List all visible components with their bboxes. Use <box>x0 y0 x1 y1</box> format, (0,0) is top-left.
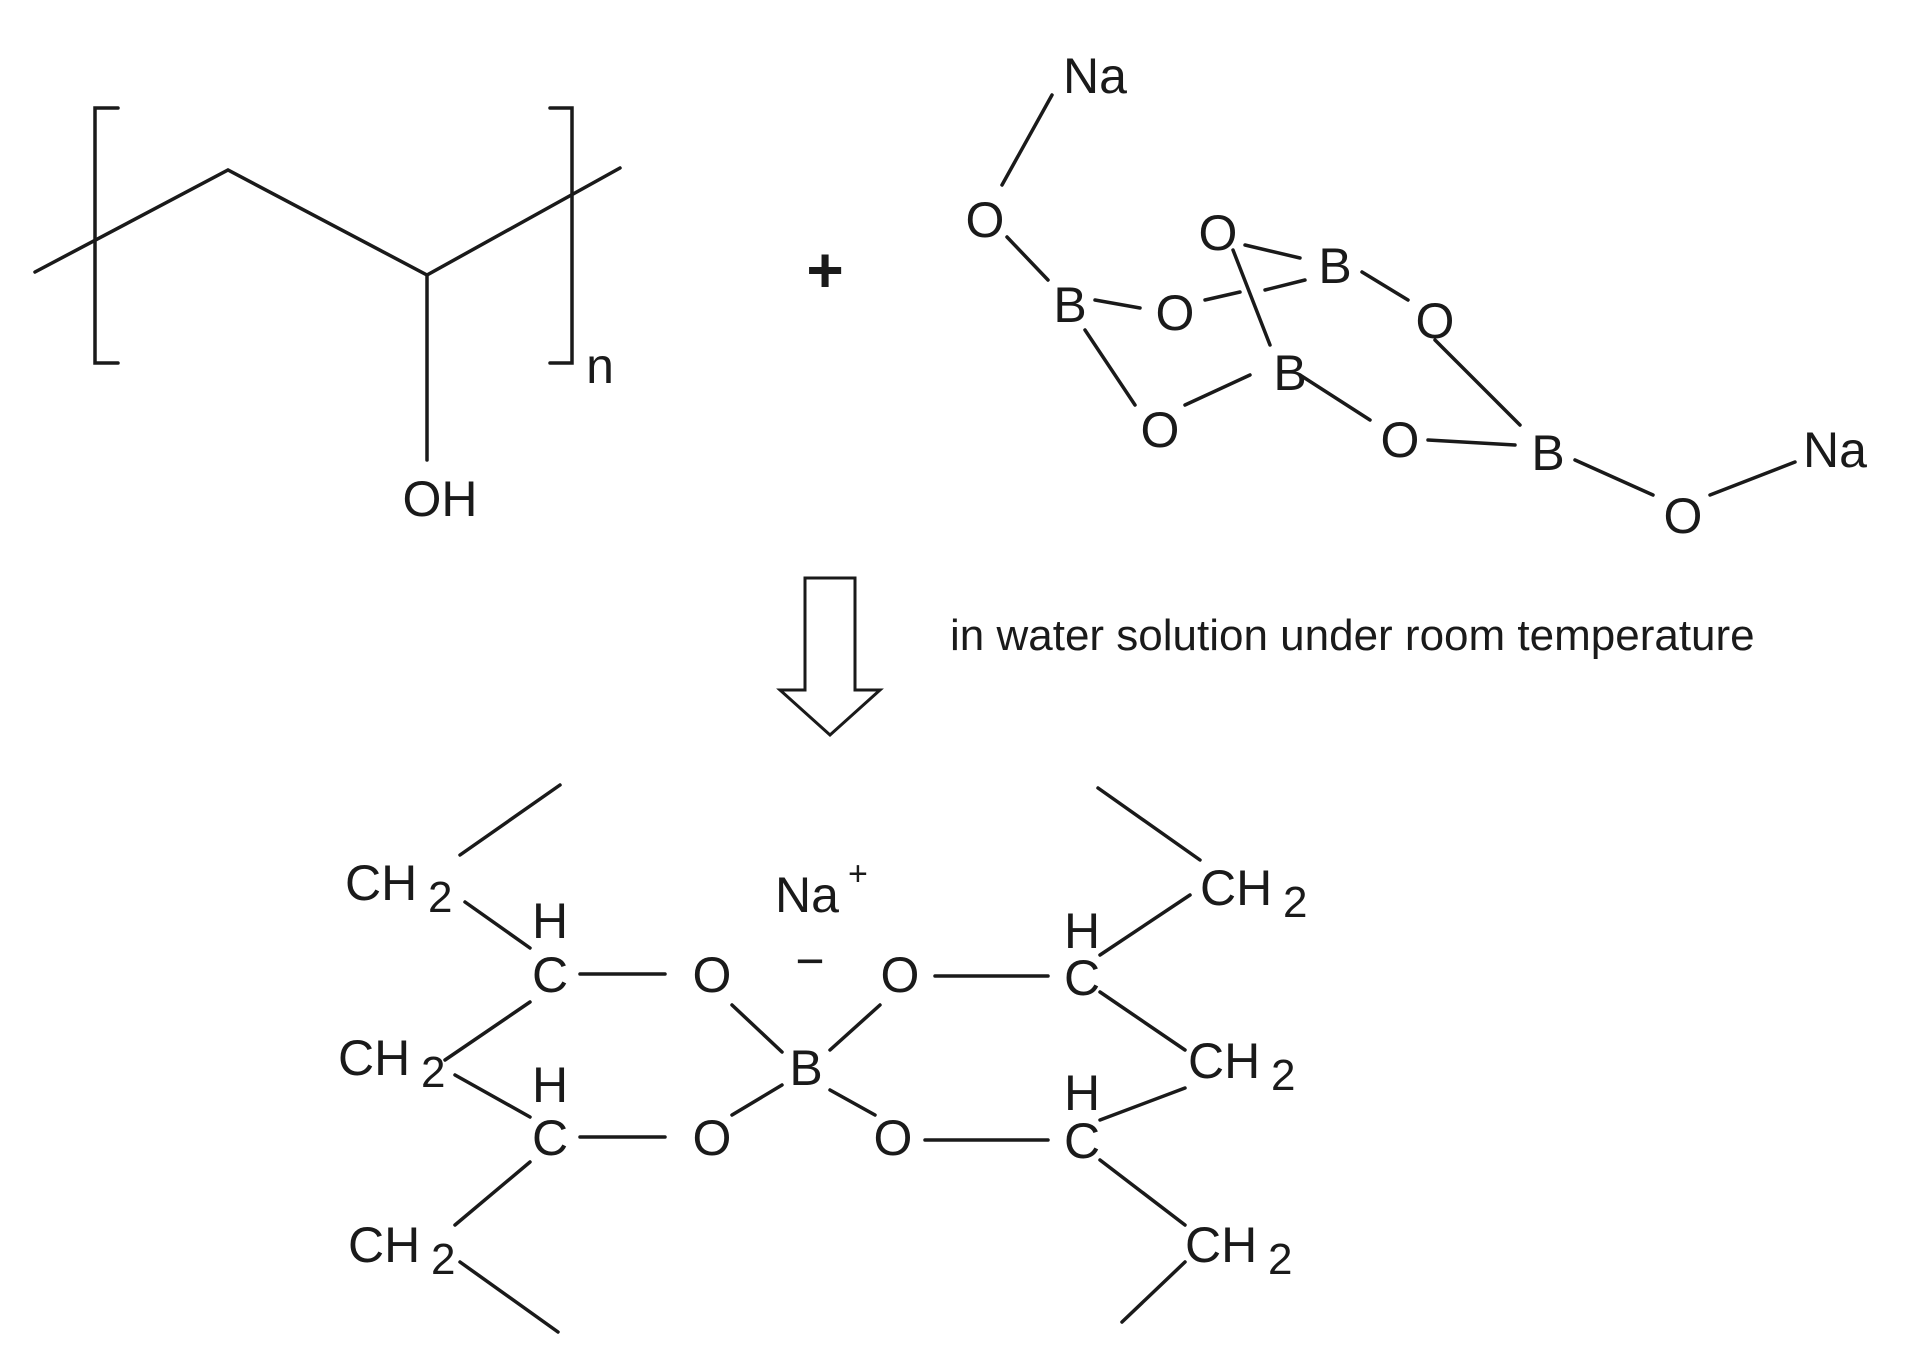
sodium-cation: Na + <box>775 855 868 923</box>
borax-o-lower-mid: O <box>1381 412 1420 468</box>
bond-left-ch2-1-c1 <box>463 900 532 950</box>
bond-left-c1-ch2-2 <box>443 1000 532 1062</box>
bond-right-c2-ch2-3 <box>1098 1158 1187 1227</box>
bond-b-center-o-lower-mid <box>1298 373 1372 422</box>
borax-na-top: Na <box>1063 48 1127 104</box>
reaction-arrow-icon <box>776 576 884 738</box>
bond-left-c2-ch2-3 <box>453 1160 532 1227</box>
ch-label: CH <box>1200 860 1272 916</box>
ch-subscript: 2 <box>1283 878 1307 927</box>
ch-subscript: 2 <box>421 1048 445 1097</box>
o-upper-right: O <box>881 947 920 1003</box>
o-upper-left: O <box>693 947 732 1003</box>
product-complex: CH 2 H C CH 2 H C CH 2 O O B O O − Na + … <box>338 783 1307 1334</box>
bond-left-ch2-3-down <box>458 1260 560 1334</box>
borax-b-lower-right: B <box>1531 425 1564 481</box>
pva-repeat-unit: OH n <box>33 106 622 527</box>
pva-backbone <box>33 166 622 277</box>
ch-label: CH <box>345 855 417 911</box>
borax-na-right: Na <box>1803 422 1867 478</box>
borax-o-right: O <box>1416 293 1455 349</box>
left-c2: C <box>532 1110 568 1166</box>
bond-o-ring-center <box>1203 290 1242 302</box>
bond-b-left-o-ring <box>1093 298 1142 310</box>
bond-o-right-b-lower-right <box>1433 338 1522 427</box>
pva-n-subscript: n <box>586 338 614 394</box>
right-h1: H <box>1064 903 1100 959</box>
o-lower-left: O <box>693 1110 732 1166</box>
ch-label: CH <box>348 1217 420 1273</box>
ch-subscript: 2 <box>428 873 452 922</box>
left-h2: H <box>532 1057 568 1113</box>
left-c1: C <box>532 947 568 1003</box>
bond-b-upper-right-o-right <box>1360 270 1410 302</box>
borax-b-left: B <box>1053 277 1086 333</box>
ch-subscript: 2 <box>1271 1051 1295 1100</box>
ch-label: CH <box>338 1030 410 1086</box>
right-ch2-2: CH 2 <box>1188 1033 1295 1100</box>
bond-left-ch2-1-up <box>458 783 562 857</box>
bond-b-o-ur <box>828 1003 882 1052</box>
bond-right-c1-ch2-1 <box>1098 893 1192 957</box>
plus-sign: + <box>806 234 843 306</box>
bond-b-o-lr <box>828 1088 877 1117</box>
bond-right-ch2-1-up <box>1096 786 1202 862</box>
bond-na-o-top <box>1000 93 1054 187</box>
borax-o-ring-upper: O <box>1156 285 1195 341</box>
bond-o-lower-mid-b-lower-right <box>1426 438 1517 447</box>
bond-o-bridge-b-upper-right <box>1243 243 1302 260</box>
cation-charge: + <box>848 855 868 893</box>
bond-ring-b-upper-right <box>1263 278 1307 292</box>
left-ch2-2: CH 2 <box>338 1030 445 1097</box>
cation-label: Na <box>775 867 839 923</box>
borax-b-center: B <box>1273 345 1306 401</box>
bond-o-top-b-left <box>1005 235 1050 282</box>
bond-o-lower-left-b-center <box>1183 373 1252 407</box>
bond-right-ch2-2-c2 <box>1098 1086 1187 1122</box>
right-ch2-3: CH 2 <box>1185 1217 1292 1284</box>
borax-o-bridge: O <box>1199 205 1238 261</box>
bond-o-bridge-b-center <box>1231 248 1272 347</box>
right-h2: H <box>1064 1065 1100 1121</box>
bond-b-left-o-lower-left <box>1083 328 1137 407</box>
borax-molecule: Na O B O O B O B O O B O Na <box>966 48 1868 544</box>
ch-label: CH <box>1185 1217 1257 1273</box>
left-ch2-3: CH 2 <box>348 1217 455 1284</box>
right-ch2-1: CH 2 <box>1200 860 1307 927</box>
ch-subscript: 2 <box>431 1235 455 1284</box>
pva-oh-label: OH <box>403 471 478 527</box>
bond-o-ul-b <box>730 1003 784 1054</box>
borax-o-top: O <box>966 192 1005 248</box>
anion-charge: − <box>795 933 824 989</box>
borax-o-bottom: O <box>1664 488 1703 544</box>
boron-center: B <box>789 1040 822 1096</box>
pva-right-bracket <box>548 106 574 365</box>
bond-b-lower-right-o-bottom <box>1573 458 1655 497</box>
pva-left-bracket <box>93 106 120 365</box>
ch-subscript: 2 <box>1268 1235 1292 1284</box>
ch-label: CH <box>1188 1033 1260 1089</box>
left-ch2-1: CH 2 <box>345 855 452 922</box>
bond-o-ll-b <box>730 1083 784 1117</box>
o-lower-right: O <box>874 1110 913 1166</box>
right-c2: C <box>1064 1113 1100 1169</box>
bond-left-ch2-2-c2 <box>453 1073 532 1119</box>
right-c1: C <box>1064 950 1100 1006</box>
reaction-condition: in water solution under room temperature <box>950 611 1755 660</box>
borax-o-lower-left: O <box>1141 402 1180 458</box>
left-h1: H <box>532 893 568 949</box>
bond-right-c1-ch2-2 <box>1098 990 1187 1052</box>
borax-b-upper-right: B <box>1318 238 1351 294</box>
bond-o-bottom-na <box>1708 460 1797 497</box>
bond-right-ch2-3-down <box>1120 1260 1187 1324</box>
